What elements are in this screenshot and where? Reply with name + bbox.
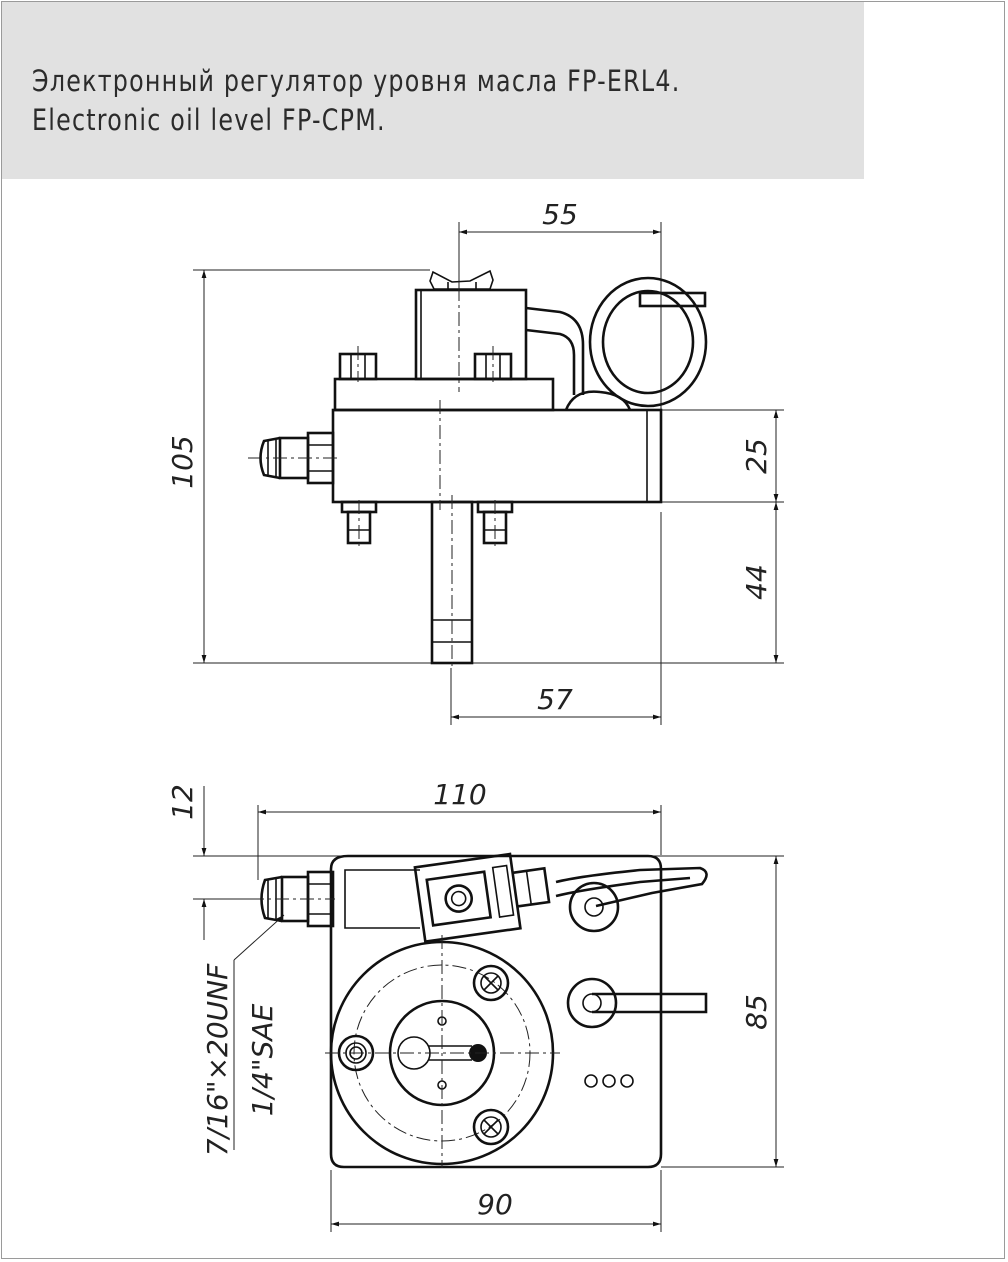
thread-spec-unf: 7/16"×20UNF	[201, 963, 234, 1156]
dim-105: 105	[166, 435, 199, 488]
title-russian: Электронный регулятор уровня масла FP-ER…	[32, 64, 681, 98]
led-2	[602, 1074, 616, 1088]
dim-55: 55	[542, 198, 578, 231]
top-view: 110 12 85 90 7/16"×20UNF 1/4"SAE	[166, 778, 784, 1232]
dim-25: 25	[740, 438, 773, 474]
dim-44: 44	[740, 564, 773, 600]
base-plate	[329, 854, 663, 1169]
drawing-title: Электронный регулятор уровня масла FP-ER…	[32, 62, 681, 140]
dim-85: 85	[740, 994, 773, 1030]
solenoid-connector	[413, 852, 522, 944]
led-3	[620, 1074, 634, 1088]
led-1	[584, 1074, 598, 1088]
side-view: 55 105 25 44 57	[166, 198, 784, 725]
main-body	[331, 408, 663, 504]
upper-plate	[333, 377, 555, 412]
title-banner: Электронный регулятор уровня масла FP-ER…	[2, 2, 864, 179]
title-english: Electronic oil level FP-CPM.	[32, 103, 386, 137]
dim-110: 110	[433, 778, 486, 811]
solenoid-box	[414, 288, 528, 381]
thread-spec-sae: 1/4"SAE	[246, 1003, 279, 1116]
dim-90: 90	[477, 1188, 513, 1221]
dim-12: 12	[166, 784, 199, 820]
dim-57: 57	[537, 683, 573, 716]
